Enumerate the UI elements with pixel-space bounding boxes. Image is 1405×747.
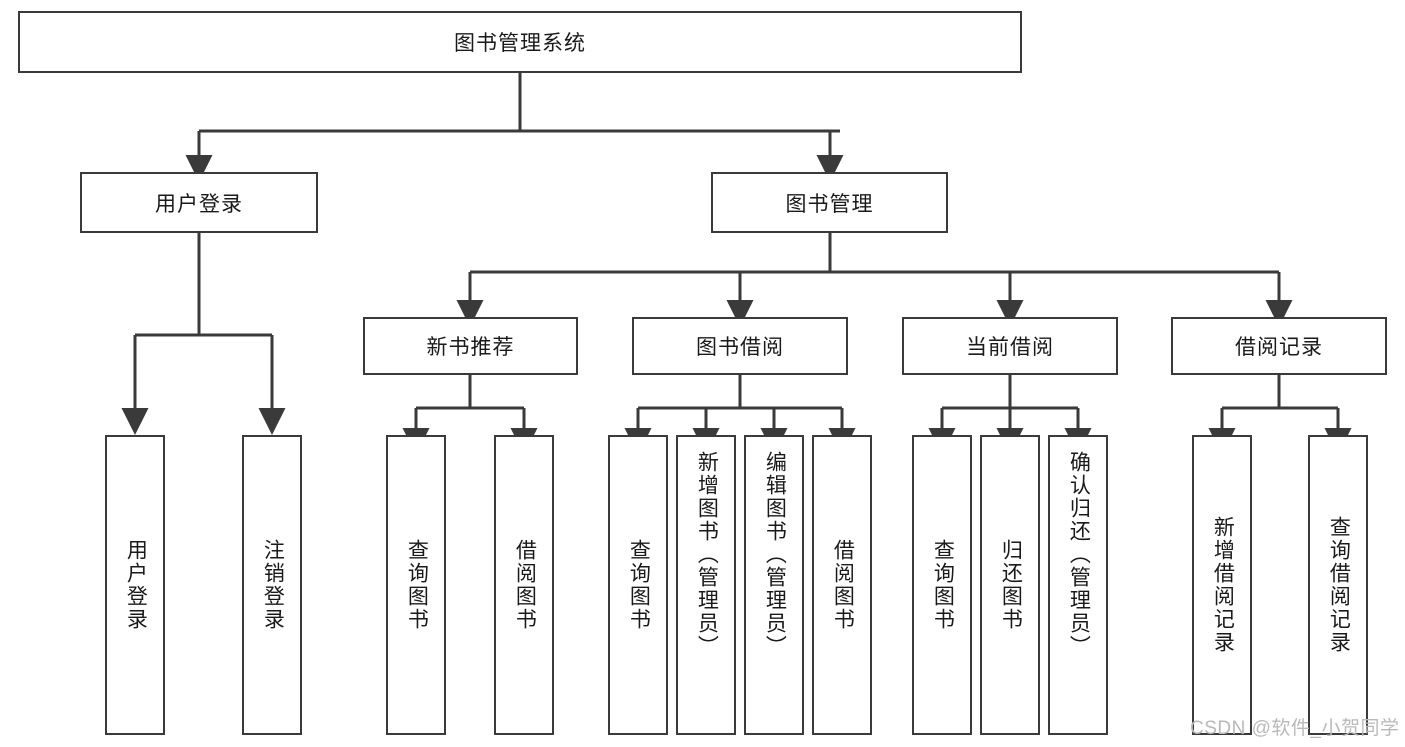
leaf-query-book-current[interactable]: 查询图书 — [912, 435, 972, 735]
leaf-user-login[interactable]: 用户登录 — [105, 435, 165, 735]
node-label: 查询借阅记录 — [1327, 516, 1351, 654]
node-book-management[interactable]: 图书管理 — [711, 172, 948, 233]
leaf-add-borrow-record[interactable]: 新增借阅记录 — [1192, 435, 1252, 735]
node-label: 归还图书 — [999, 539, 1023, 631]
leaf-borrow-book-new[interactable]: 借阅图书 — [494, 435, 554, 735]
node-new-book-recommendation[interactable]: 新书推荐 — [363, 317, 578, 375]
leaf-add-book-admin[interactable]: 新增图书（管理员） — [676, 435, 736, 735]
node-label: 查询图书 — [931, 539, 955, 631]
node-current-borrowing[interactable]: 当前借阅 — [902, 317, 1118, 375]
leaf-logout[interactable]: 注销登录 — [242, 435, 302, 735]
leaf-edit-book-admin[interactable]: 编辑图书（管理员） — [744, 435, 804, 735]
node-label: 当前借阅 — [966, 336, 1054, 359]
node-label: 新增图书（管理员） — [695, 451, 719, 658]
node-label: 新增借阅记录 — [1211, 516, 1235, 654]
node-label: 用户登录 — [155, 192, 243, 216]
node-user-login[interactable]: 用户登录 — [80, 172, 318, 233]
node-label: 查询图书 — [627, 539, 651, 631]
node-label: 图书借阅 — [696, 336, 784, 359]
node-label: 确认归还（管理员） — [1067, 451, 1091, 658]
node-root-library-system[interactable]: 图书管理系统 — [18, 11, 1022, 73]
leaf-query-book-new[interactable]: 查询图书 — [386, 435, 446, 735]
node-book-borrowing[interactable]: 图书借阅 — [632, 317, 848, 375]
node-label: 查询图书 — [405, 539, 429, 631]
node-label: 新书推荐 — [426, 336, 515, 359]
leaf-confirm-return-admin[interactable]: 确认归还（管理员） — [1048, 435, 1108, 735]
node-label: 借阅图书 — [513, 539, 537, 631]
csdn-watermark: CSDN @软件_小贺同学 — [1190, 718, 1400, 739]
leaf-borrow-book[interactable]: 借阅图书 — [812, 435, 872, 735]
node-label: 用户登录 — [124, 539, 148, 631]
node-label: 图书管理 — [785, 192, 874, 216]
leaf-return-book[interactable]: 归还图书 — [980, 435, 1040, 735]
leaf-query-borrow-record[interactable]: 查询借阅记录 — [1308, 435, 1368, 735]
node-label: 编辑图书（管理员） — [763, 451, 787, 658]
node-label: 借阅记录 — [1235, 336, 1323, 359]
leaf-query-book-borrow[interactable]: 查询图书 — [608, 435, 668, 735]
node-label: 借阅图书 — [831, 539, 855, 631]
node-label: 注销登录 — [261, 539, 285, 631]
node-label: 图书管理系统 — [454, 32, 586, 55]
node-borrow-records[interactable]: 借阅记录 — [1171, 317, 1387, 375]
